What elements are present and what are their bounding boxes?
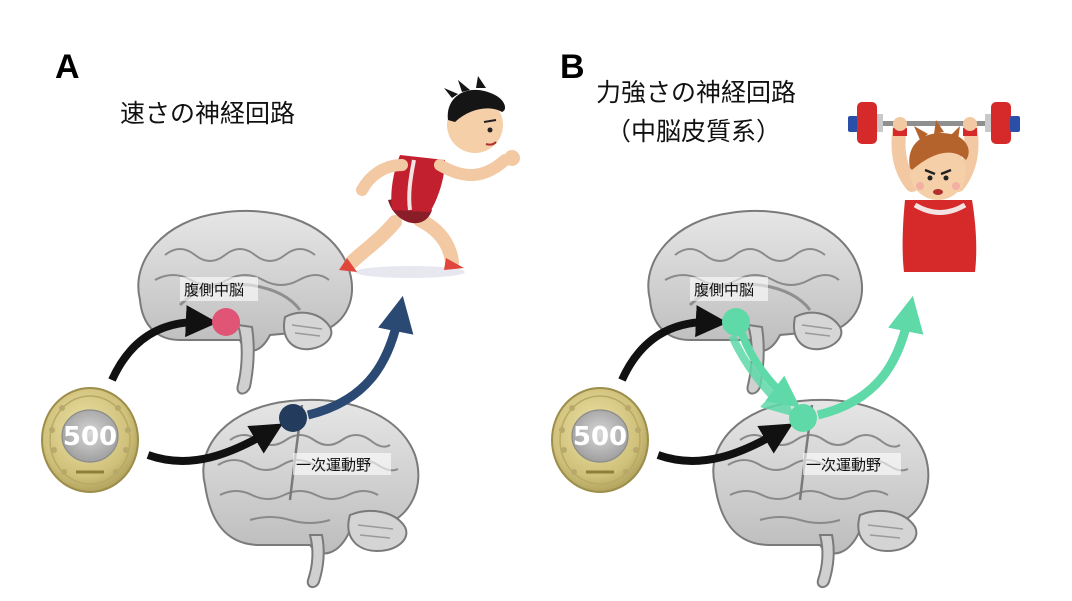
panel-a: 500 腹側中脳 一次運動野 <box>40 76 520 589</box>
vm-label: 腹側中脳 <box>694 281 754 299</box>
m1-node <box>789 404 817 432</box>
input-arrow-to-m1 <box>146 423 283 465</box>
vm-to-m1-arrow-2 <box>728 334 795 417</box>
vm-node <box>722 308 750 336</box>
m1-to-weightlifter-arrow <box>816 295 924 420</box>
coin-value-label: 500 <box>63 422 117 452</box>
brain-lateral-view-icon <box>712 398 930 589</box>
weightlifter-illustration <box>848 102 1020 272</box>
input-arrow-to-m1 <box>656 423 793 465</box>
sprinter-illustration <box>339 76 520 278</box>
panel-a-letter: A <box>55 48 80 86</box>
input-arrow-to-vm <box>618 305 728 382</box>
panel-b-title: 力強さの神経回路 <box>596 78 797 107</box>
coin-value-label: 500 <box>573 422 627 452</box>
input-arrow-to-vm <box>108 305 218 382</box>
m1-label: 一次運動野 <box>806 456 881 474</box>
brain-lateral-view-icon <box>202 398 420 589</box>
m1-to-sprinter-arrow <box>306 295 414 420</box>
m1-node <box>279 404 307 432</box>
brain-medial-view-icon <box>136 209 354 396</box>
vm-node <box>212 308 240 336</box>
panel-a-title: 速さの神経回路 <box>120 99 296 128</box>
coin-500-yen-icon: 500 <box>40 386 140 494</box>
panel-b-letter: B <box>560 48 585 86</box>
panel-b-subtitle: （中脳皮質系） <box>606 117 782 146</box>
coin-500-yen-icon: 500 <box>550 386 650 494</box>
vm-label: 腹側中脳 <box>184 281 244 299</box>
panel-b: 500 腹側中脳 一次運動野 <box>550 102 1020 589</box>
m1-label: 一次運動野 <box>296 456 371 474</box>
